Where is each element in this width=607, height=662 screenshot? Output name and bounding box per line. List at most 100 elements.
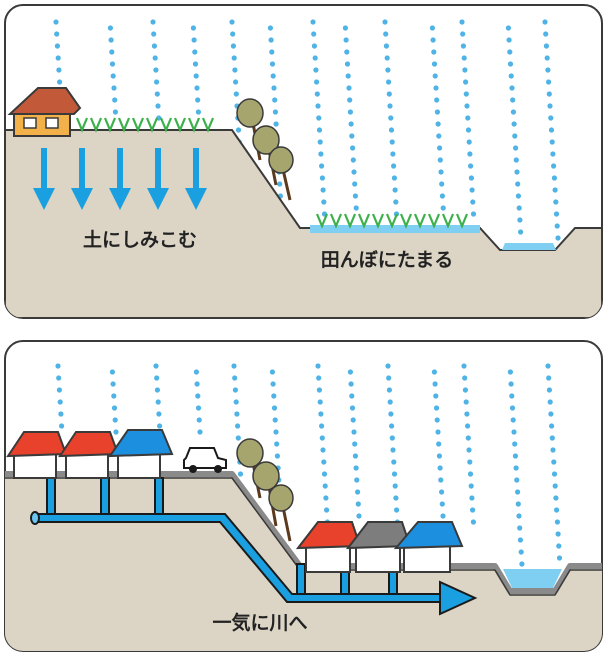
rain-drop-icon <box>110 73 116 79</box>
rain-drop-icon <box>465 115 471 121</box>
rain-drop-icon <box>434 417 440 423</box>
rain-drop-icon <box>550 447 556 453</box>
rain-drop-icon <box>232 67 238 73</box>
rain-drop-icon <box>277 181 283 187</box>
rain-drop-icon <box>234 411 240 417</box>
rain-drop-icon <box>346 85 352 91</box>
tree-icon <box>236 98 294 201</box>
rain-drop-icon <box>549 139 555 145</box>
rain-drop-icon <box>553 211 560 217</box>
rain-drop-icon <box>431 49 437 55</box>
rain-drop-icon <box>517 537 524 543</box>
rain-drop-icon <box>433 85 439 91</box>
rain-drop-icon <box>269 49 275 55</box>
rain-drop-icon <box>545 363 551 369</box>
rain-drop-icon <box>321 471 328 477</box>
rain-drop-icon <box>348 381 354 387</box>
rain-drop-icon <box>543 31 549 37</box>
paved-road <box>5 471 602 594</box>
rain-drop-icon <box>154 387 160 393</box>
rain-drop-icon <box>150 19 156 25</box>
rain-drop-icon <box>542 19 548 25</box>
rain-drop-icon <box>318 411 324 417</box>
rain-drop-icon <box>311 31 317 37</box>
rain-drop-icon <box>468 163 474 169</box>
rain-drop-icon <box>191 37 197 43</box>
rain-drop-icon <box>53 19 59 25</box>
rain-drop-icon <box>196 417 202 423</box>
rain-drop-icon <box>155 103 161 109</box>
rain-drop-icon <box>315 103 321 109</box>
rain-drop-icon <box>512 441 518 447</box>
rain-drop-icon <box>272 109 278 115</box>
rain-drop-icon <box>512 133 518 139</box>
rain-drop-icon <box>230 43 236 49</box>
rain-drop-icon <box>432 381 438 387</box>
rain-drop-icon <box>386 375 392 381</box>
rain-drops <box>55 363 563 567</box>
rain-drop-icon <box>349 133 355 139</box>
rain-drop-icon <box>436 133 442 139</box>
rain-drop-icon <box>112 417 118 423</box>
natural-ground-panel: 土にしみこむ 田んぼにたまる <box>0 0 607 325</box>
rain-drop-icon <box>383 43 389 49</box>
rain-drop-icon <box>430 37 436 43</box>
rain-drop-icon <box>556 543 562 549</box>
rain-drop-icon <box>551 175 558 181</box>
rain-drop-icon <box>343 37 349 43</box>
soil-absorb-label: 土にしみこむ <box>83 229 197 251</box>
rain-drop-icon <box>463 399 469 405</box>
rain-drop-icon <box>315 363 321 369</box>
rain-drop-icon <box>433 393 439 399</box>
rain-drop-icon <box>353 205 359 211</box>
rain-drop-icon <box>462 387 468 393</box>
rain-drop-icon <box>151 31 157 37</box>
rain-drop-icon <box>344 61 351 67</box>
rain-drop-icon <box>516 513 522 519</box>
rain-drop-icon <box>233 399 239 405</box>
rain-drop-icon <box>55 363 61 369</box>
rain-drop-icon <box>437 157 443 163</box>
rain-drop-icon <box>391 175 397 181</box>
rain-drop-icon <box>195 393 201 399</box>
rain-drop-icon <box>54 31 60 37</box>
rain-drop-icon <box>548 127 555 133</box>
rain-drop-icon <box>317 139 323 145</box>
rain-drop-icon <box>519 561 525 567</box>
rain-drop-icon <box>347 369 353 375</box>
rain-drop-icon <box>393 199 399 205</box>
river-water <box>503 569 562 588</box>
rain-drop-icon <box>439 489 445 495</box>
rain-drop-icon <box>271 405 278 411</box>
rain-drop-icon <box>57 399 63 405</box>
rain-drop-icon <box>389 139 395 145</box>
rain-drop-icon <box>229 19 235 25</box>
rain-drop-icon <box>437 145 443 151</box>
rain-drop-icon <box>271 393 277 399</box>
rain-drop-icon <box>465 435 471 441</box>
rain-drop-icon <box>55 55 61 61</box>
rain-drop-icon <box>111 393 117 399</box>
rain-drop-icon <box>549 423 555 429</box>
rain-drop-icon <box>470 519 476 525</box>
rain-drop-icon <box>112 97 118 103</box>
rain-drop-icon <box>556 555 563 561</box>
rain-drop-icon <box>510 97 516 103</box>
rain-drop-icon <box>311 43 317 49</box>
rain-drop-icon <box>356 513 362 519</box>
rain-drop-icon <box>268 37 274 43</box>
rain-drop-icon <box>152 55 158 61</box>
rain-drop-icon <box>269 61 276 67</box>
rain-drop-icon <box>56 375 62 381</box>
rain-drop-icon <box>322 483 328 489</box>
rain-drop-icon <box>387 399 393 405</box>
rain-drop-icon <box>355 489 361 495</box>
rain-drop-icon <box>192 49 198 55</box>
rain-drop-icon <box>233 79 239 85</box>
rain-drop-icon <box>232 387 238 393</box>
rain-drop-icon <box>392 187 398 193</box>
rain-drop-icon <box>153 67 159 73</box>
rain-drop-icon <box>470 507 476 513</box>
car-icon <box>183 447 227 473</box>
rain-drop-icon <box>316 375 322 381</box>
